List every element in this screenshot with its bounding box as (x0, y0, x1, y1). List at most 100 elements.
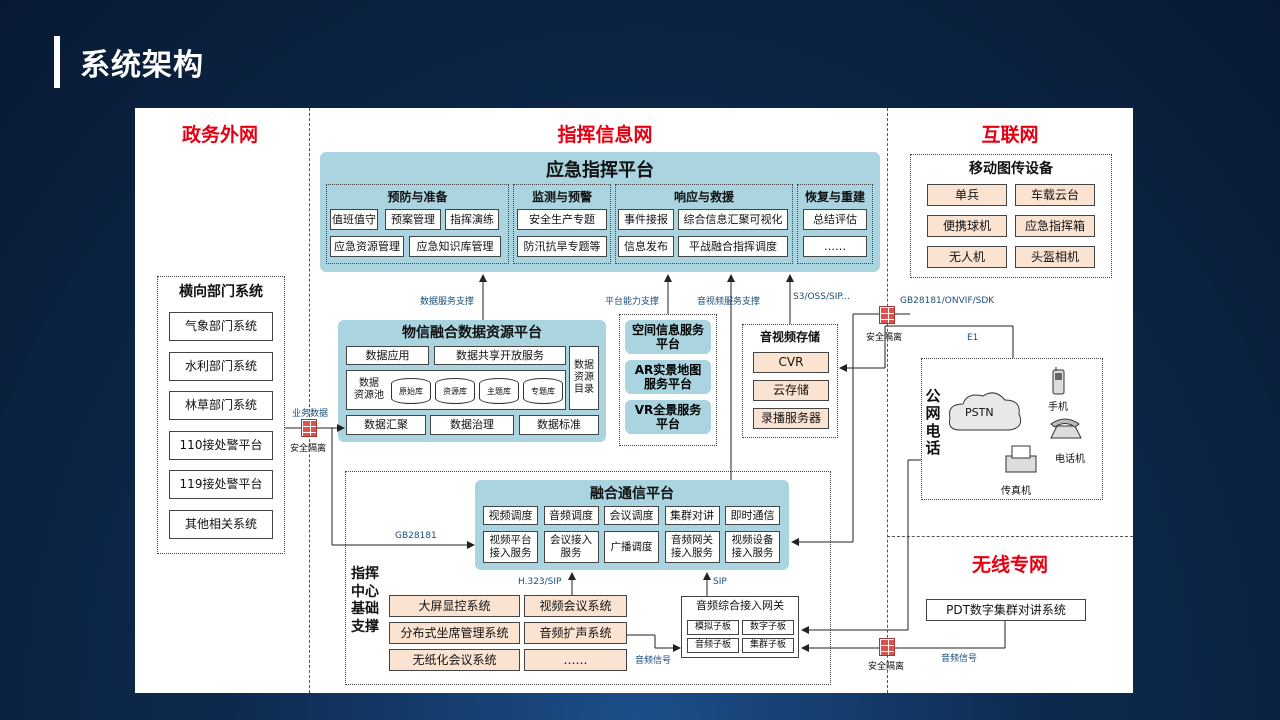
platform-item: 防汛抗旱专题等 (517, 236, 607, 257)
horizontal-system-item: 110接处警平台 (169, 430, 273, 460)
platform-group-title: 恢复与重建 (804, 190, 865, 204)
data-share-cell: 数据共享开放服务 (434, 346, 566, 365)
mobile-device-item: 头盔相机 (1015, 246, 1095, 268)
platform-item: 综合信息汇聚可视化 (678, 209, 788, 230)
data-pool-label: 数据 资源池 (354, 378, 384, 401)
base-system-item: 视频会议系统 (524, 595, 627, 617)
audio-signal-label: 音频信号 (941, 654, 978, 664)
zone-divider (887, 536, 1133, 537)
firewall-icon (879, 638, 895, 656)
spatial-service-item: 空间信息服务平台 (625, 320, 711, 354)
e1-label: E1 (967, 333, 979, 343)
firewall-icon (301, 419, 317, 437)
spatial-services-box (619, 314, 717, 446)
firewall-icon (879, 306, 895, 324)
telephone-icon (1050, 418, 1082, 439)
gateway-board: 集群子板 (742, 638, 794, 653)
horizontal-system-item: 119接处警平台 (169, 470, 273, 499)
horizontal-systems-title: 横向部门系统 (179, 284, 263, 300)
comm-dispatch-item: 即时通信 (725, 506, 780, 525)
base-system-item: …… (524, 649, 627, 671)
page-title: 系统架构 (80, 48, 204, 83)
gateway-board: 音频子板 (687, 638, 739, 653)
data-bottom-item: 数据标准 (519, 415, 599, 435)
platform-item: 信息发布 (618, 236, 674, 257)
mobile-devices-title: 移动图传设备 (969, 161, 1053, 177)
gateway-board: 模拟子板 (687, 620, 739, 635)
platform-item: 应急资源管理 (330, 236, 404, 257)
av-storage-title: 音视频存储 (759, 330, 820, 344)
comm-dispatch-item: 音频调度 (543, 506, 599, 525)
isolation-label: 安全隔离 (866, 333, 903, 343)
pstn-cloud-label: PSTN (965, 406, 994, 419)
av-storage-item: CVR (753, 352, 829, 373)
isolation-label: 安全隔离 (290, 444, 327, 454)
isolation-label: 安全隔离 (868, 662, 905, 672)
mobile-device-item: 单兵 (927, 184, 1007, 206)
pdt-system: PDT数字集群对讲系统 (926, 599, 1086, 621)
base-system-item: 无纸化会议系统 (389, 649, 520, 671)
data-platform-title: 物信融合数据资源平台 (402, 325, 542, 341)
comm-dispatch-item: 会议调度 (604, 506, 659, 525)
platform-support-label: 平台能力支撑 (605, 297, 660, 307)
gateway-board: 数字子板 (742, 620, 794, 635)
horizontal-systems-box (157, 276, 285, 554)
pstn-cloud-icon (949, 392, 1022, 431)
comm-access-item: 广播调度 (604, 531, 659, 563)
data-bottom-item: 数据治理 (430, 415, 514, 435)
platform-item: 安全生产专题 (517, 209, 607, 230)
platform-item: …… (803, 236, 867, 257)
base-system-item: 大屏显控系统 (389, 595, 520, 617)
database-cylinder: 专题库 (523, 378, 563, 404)
database-cylinder: 主题库 (479, 378, 519, 404)
horizontal-system-item: 水利部门系统 (169, 351, 273, 381)
biz-data-label: 业务数据 (292, 409, 329, 419)
emergency-platform-title: 应急指挥平台 (546, 160, 654, 181)
mobile-devices-box (910, 154, 1112, 278)
mobile-phone-label: 手机 (1048, 402, 1068, 413)
base-system-item: 音频扩声系统 (524, 622, 627, 644)
sip-label: SIP (713, 577, 727, 587)
gb-onvif-label: GB28181/ONVIF/SDK (900, 296, 995, 306)
title-accent-bar (54, 36, 60, 88)
data-bottom-item: 数据汇聚 (346, 415, 426, 435)
database-cylinder: 资源库 (435, 378, 475, 404)
horizontal-system-item: 其他相关系统 (169, 509, 273, 539)
platform-item: 指挥演练 (445, 209, 499, 230)
comm-access-item: 视频设备 接入服务 (725, 531, 780, 563)
telephone-label: 电话机 (1055, 454, 1085, 465)
audio-signal-label: 音频信号 (635, 656, 672, 666)
mobile-device-item: 便携球机 (927, 215, 1007, 237)
database-cylinder: 原始库 (391, 378, 431, 404)
av-storage-item: 云存储 (753, 380, 829, 401)
comm-dispatch-item: 视频调度 (483, 506, 538, 525)
horizontal-system-item: 气象部门系统 (169, 312, 273, 341)
mobile-device-item: 无人机 (927, 246, 1007, 268)
mobile-device-item: 车载云台 (1015, 184, 1095, 206)
architecture-diagram: 政务外网 指挥信息网 互联网 无线专网 横向部门系统 应急指挥平台 物信融合数据… (135, 108, 1133, 693)
av-support-label: 音视频服务支撑 (697, 297, 761, 307)
pstn-title: 公 网 电 话 (925, 387, 941, 457)
zone-divider (309, 108, 310, 693)
platform-group-title: 响应与救援 (673, 190, 734, 204)
comm-access-item: 音频网关 接入服务 (664, 531, 720, 563)
s3-label: S3/OSS/SIP... (793, 292, 850, 302)
data-support-label: 数据服务支撑 (420, 297, 475, 307)
fax-icon (1005, 445, 1037, 473)
comm-platform-title: 融合通信平台 (590, 486, 674, 502)
platform-item: 应急知识库管理 (409, 236, 501, 257)
data-catalog-cell: 数据 资源 目录 (569, 346, 599, 410)
platform-item: 总结评估 (803, 209, 867, 230)
comm-access-item: 会议接入 服务 (543, 531, 599, 563)
av-storage-box (742, 324, 838, 438)
spatial-service-item: AR实景地图服务平台 (625, 360, 711, 394)
connection-lines (285, 274, 1014, 652)
data-app-cell: 数据应用 (346, 346, 429, 365)
base-support-title: 指挥 中心 基础 支撑 (351, 566, 379, 635)
base-system-item: 分布式坐席管理系统 (389, 622, 520, 644)
platform-group-title: 预防与准备 (387, 190, 448, 204)
comm-dispatch-item: 集群对讲 (664, 506, 720, 525)
av-storage-item: 录播服务器 (753, 408, 829, 429)
zone-gov-title: 政务外网 (181, 124, 258, 146)
zone-command-title: 指挥信息网 (557, 124, 653, 146)
